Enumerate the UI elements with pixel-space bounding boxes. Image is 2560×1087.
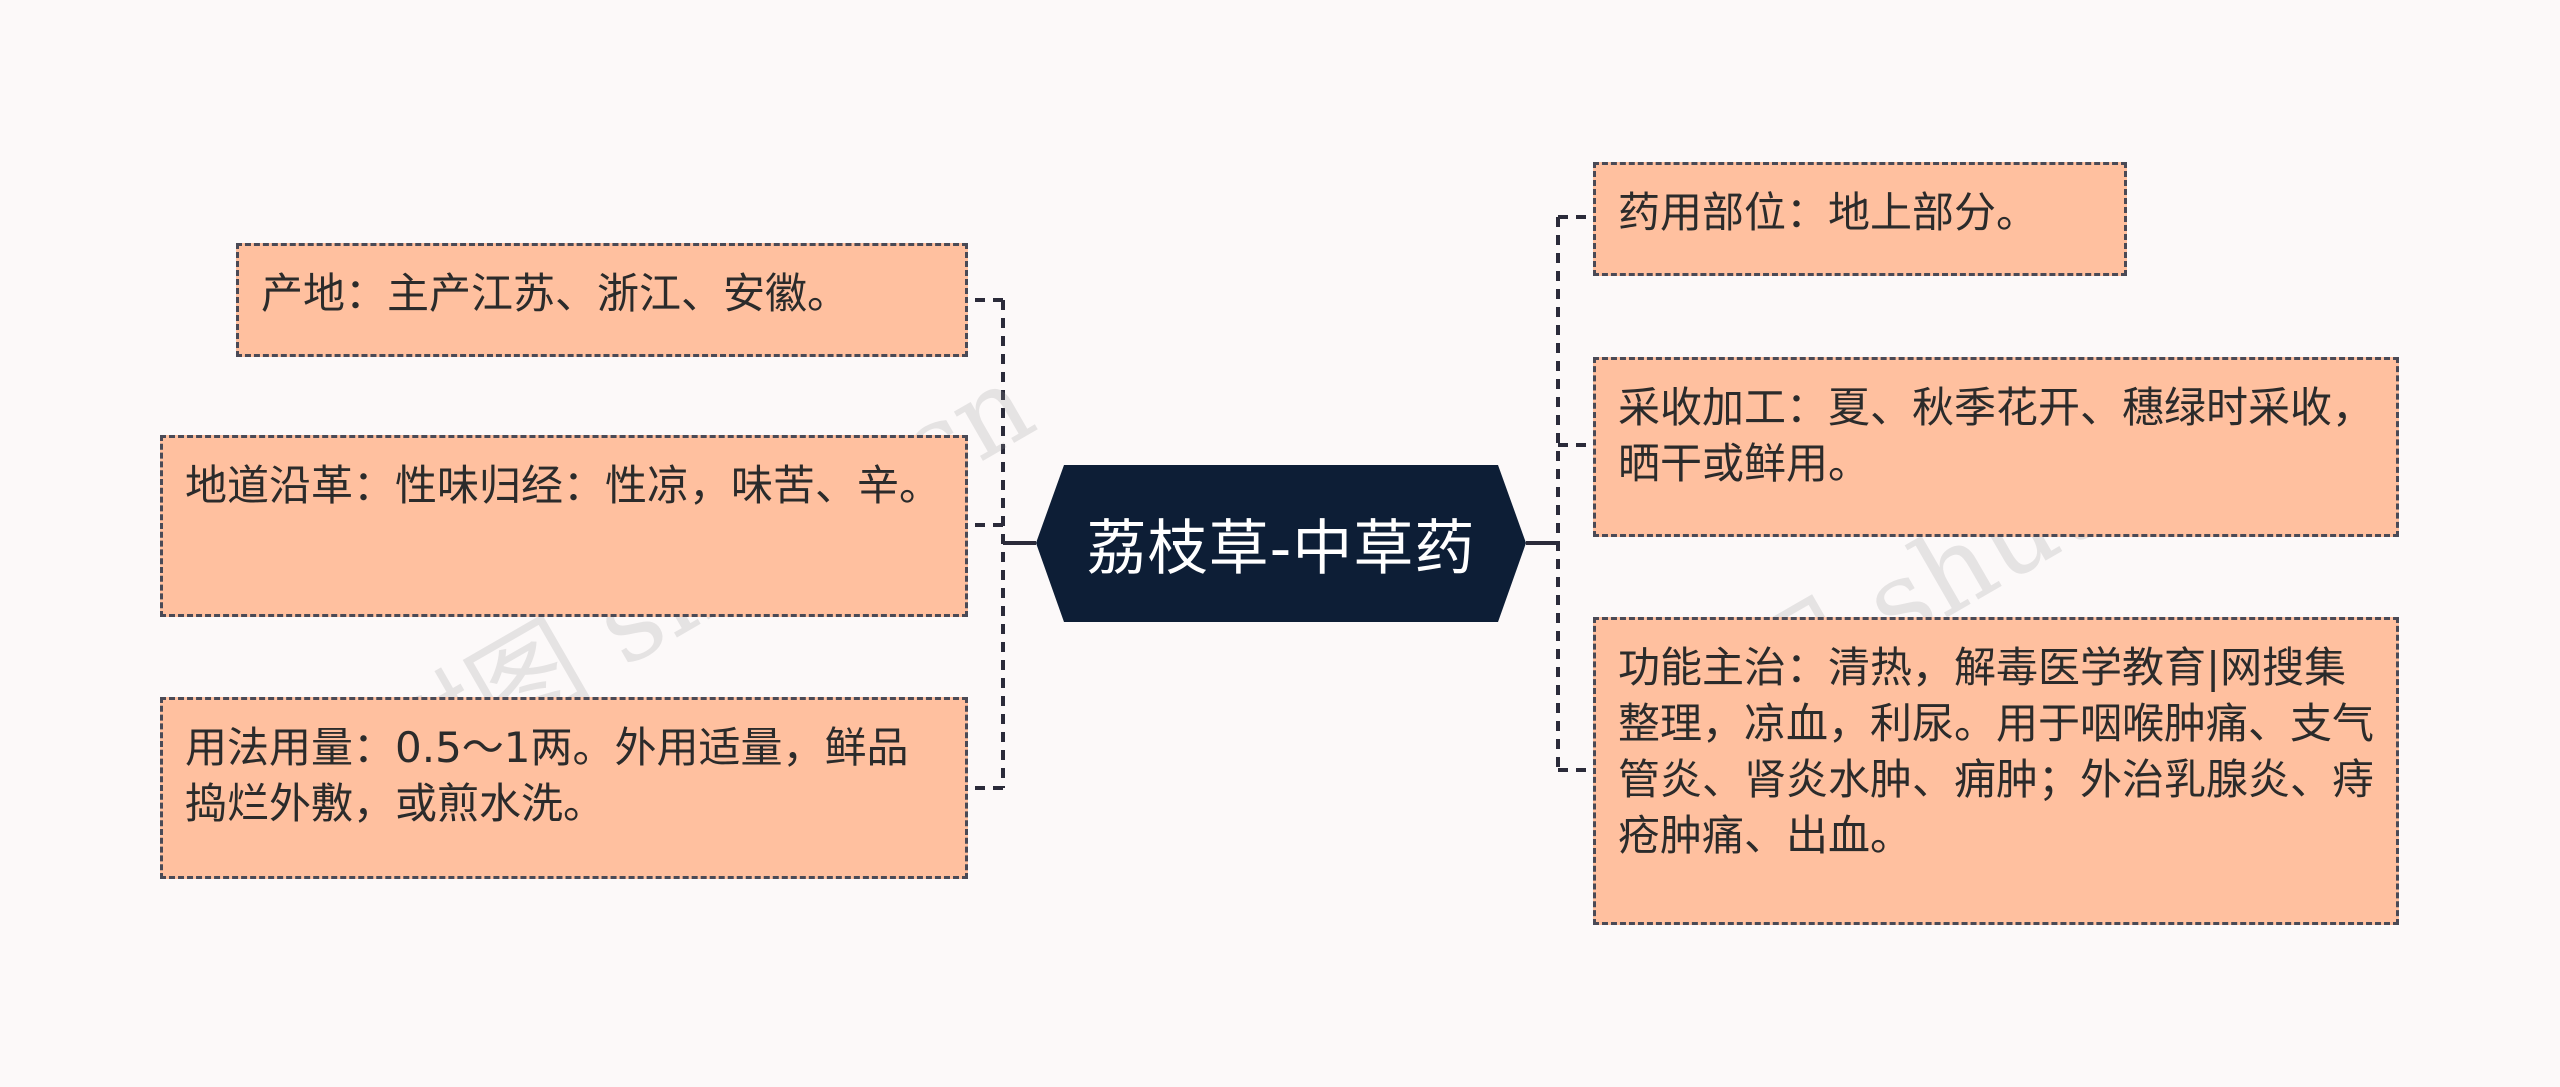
root-hexagon-shape (1036, 465, 1526, 622)
branch-node-medicinal-part[interactable]: 药用部位：地上部分。 (1593, 162, 2127, 276)
branch-node-origin[interactable]: 产地：主产江苏、浙江、安徽。 (236, 243, 968, 357)
branch-text: 产地：主产江苏、浙江、安徽。 (261, 269, 850, 318)
branch-text: 用法用量：0.5～1两。外用适量，鲜品捣烂外敷，或煎水洗。 (185, 723, 909, 828)
branch-node-history[interactable]: 地道沿革：性味归经：性凉，味苦、辛。 (160, 435, 968, 617)
branch-text: 药用部位：地上部分。 (1618, 188, 2039, 237)
branch-text: 地道沿革：性味归经：性凉，味苦、辛。 (185, 461, 942, 510)
branch-node-dosage[interactable]: 用法用量：0.5～1两。外用适量，鲜品捣烂外敷，或煎水洗。 (160, 697, 968, 879)
root-title: 荔枝草-中草药 (1086, 514, 1476, 584)
branch-node-indications[interactable]: 功能主治：清热，解毒医学教育|网搜集整理，凉血，利尿。用于咽喉肿痛、支气管炎、肾… (1593, 617, 2399, 925)
root-node[interactable]: 荔枝草-中草药 (1036, 465, 1526, 622)
branch-text: 功能主治：清热，解毒医学教育|网搜集整理，凉血，利尿。用于咽喉肿痛、支气管炎、肾… (1618, 643, 2375, 860)
branch-text: 采收加工：夏、秋季花开、穗绿时采收，晒干或鲜用。 (1618, 383, 2375, 488)
branch-node-harvest[interactable]: 采收加工：夏、秋季花开、穗绿时采收，晒干或鲜用。 (1593, 357, 2399, 537)
